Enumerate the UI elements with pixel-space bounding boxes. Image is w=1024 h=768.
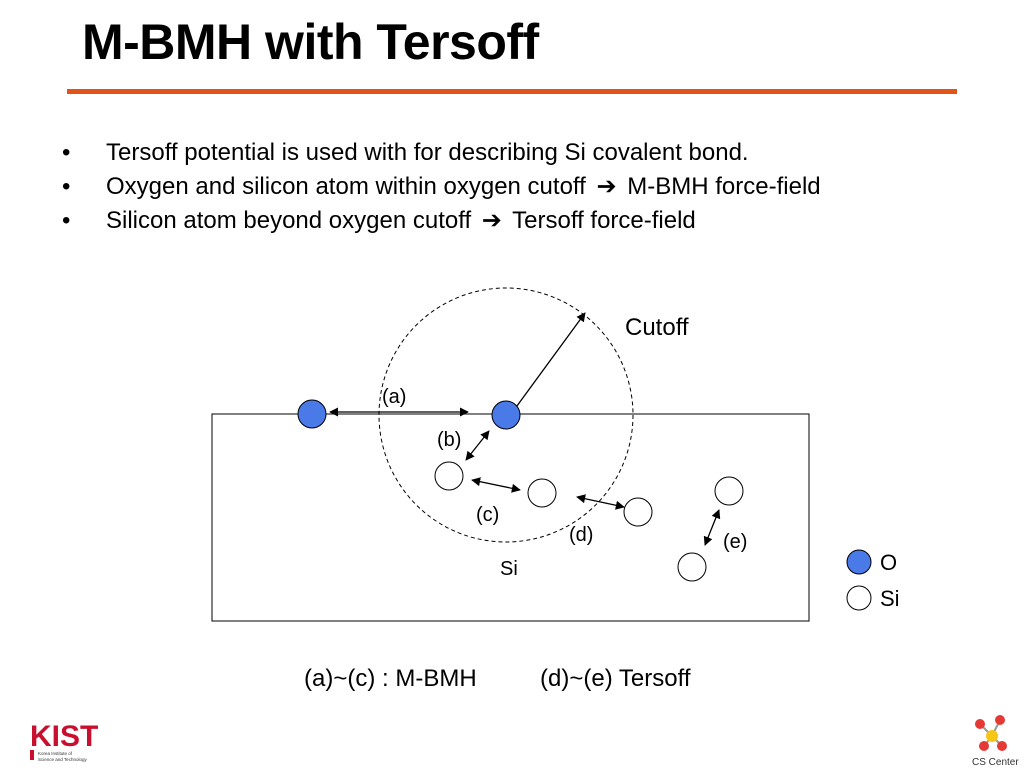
bullet-text: Oxygen and silicon atom within oxygen cu… [106,173,586,200]
silicon-atom [714,476,744,506]
bullet-text: Tersoff potential is used with for descr… [106,139,749,166]
legend-oxygen-swatch [846,549,872,575]
title-underline [67,89,957,94]
cutoff-circle [378,287,634,543]
si-region-label: Si [500,558,518,580]
bond-arrow-b [465,430,490,461]
svg-text:KIST: KIST [30,720,98,753]
cutoff-label: Cutoff [625,314,689,341]
oxygen-atom [297,399,327,429]
bullet-item: • Oxygen and silicon atom within oxygen … [62,172,821,206]
silicon-atom [434,461,464,491]
bullet-marker: • [62,207,71,234]
bond-arrow-c [471,477,521,493]
bond-label-a: (a) [382,386,406,408]
cs-center-label: CS Center [972,757,1019,768]
bullet-text: Silicon atom beyond oxygen cutoff [106,207,472,234]
legend-oxygen-label: O [880,550,897,575]
caption-mbmh: (a)~(c) : M-BMH [304,665,477,692]
svg-text:Science and Technology: Science and Technology [38,757,87,762]
si-substrate-box [211,413,810,622]
bullet-item: • Silicon atom beyond oxygen cutoff ➔ Te… [62,206,821,240]
right-arrow-icon: ➔ [481,207,502,234]
legend-silicon-swatch [846,585,872,611]
bullet-text: Tersoff force-field [512,207,696,234]
bond-label-e: (e) [723,531,747,553]
bond-label-d: (d) [569,524,593,546]
silicon-atom [677,552,707,582]
caption-tersoff: (d)~(e) Tersoff [540,665,691,692]
bond-label-c: (c) [476,504,499,526]
svg-text:Korea Institute of: Korea Institute of [38,751,73,756]
right-arrow-icon: ➔ [596,173,617,200]
cutoff-radius-arrow [513,312,586,411]
silicon-atom [623,497,653,527]
bond-label-b: (b) [437,429,461,451]
bond-arrow-d [576,494,625,510]
bullet-marker: • [62,139,71,166]
oxygen-atom [491,400,521,430]
bullet-item: • Tersoff potential is used with for des… [62,138,821,172]
bullet-list: • Tersoff potential is used with for des… [62,138,821,240]
kist-logo: KIST Korea Institute of Science and Tech… [30,720,98,762]
legend-silicon-label: Si [880,586,900,611]
bullet-text: M-BMH force-field [627,173,821,200]
bond-arrow-e [703,509,721,546]
bullet-marker: • [62,173,71,200]
slide-title: M-BMH with Tersoff [82,14,539,70]
cs-center-logo: CS Center [972,715,1019,768]
silicon-atom [527,478,557,508]
